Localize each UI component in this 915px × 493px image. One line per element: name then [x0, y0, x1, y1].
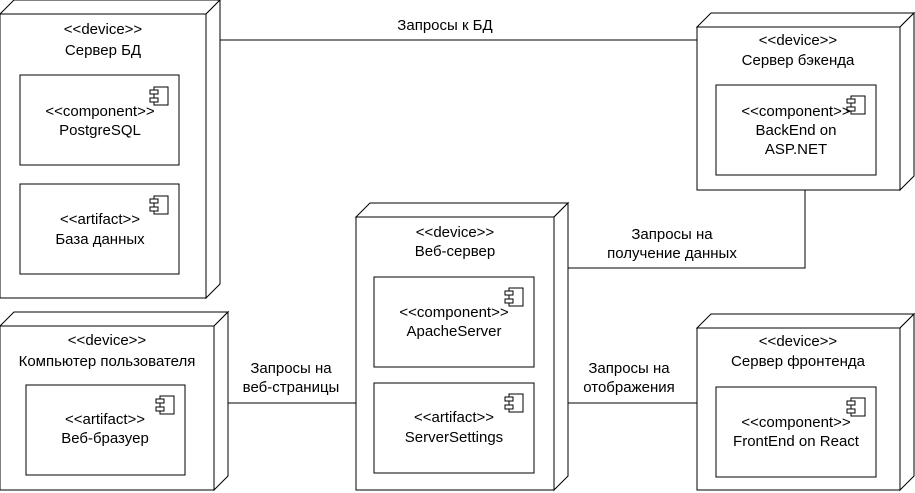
item-stereotype: <<artifact>>	[60, 211, 140, 228]
component-frontend-react[interactable]: <<component>> FrontEnd on React	[715, 386, 877, 478]
edge-label-line-2: отображения	[583, 379, 675, 396]
item-name: Веб-бразуер	[61, 430, 149, 447]
node-title: Сервер БД	[65, 42, 141, 59]
node-stereotype: <<device>>	[416, 224, 495, 241]
item-name: ApacheServer	[406, 323, 501, 340]
component-icon	[846, 95, 866, 115]
item-name: База данных	[55, 231, 145, 248]
item-name: FrontEnd on React	[733, 433, 860, 450]
item-name: PostgreSQL	[59, 122, 141, 139]
edge-label-line-2: получение данных	[607, 245, 737, 262]
artifact-web-browser[interactable]: <<artifact>> Веб-бразуер	[25, 384, 186, 476]
item-stereotype: <<artifact>>	[65, 411, 145, 428]
component-icon	[504, 393, 524, 413]
edge-label-line-1: Запросы на	[250, 360, 332, 377]
item-stereotype: <<artifact>>	[414, 409, 494, 426]
node-stereotype: <<device>>	[759, 32, 838, 49]
node-stereotype: <<device>>	[64, 21, 143, 38]
component-backend-aspnet[interactable]: <<component>> BackEnd on ASP.NET	[715, 84, 877, 176]
node-stereotype: <<device>>	[68, 332, 147, 349]
edge-label-line-1: Запросы на	[631, 226, 713, 243]
node-user-computer[interactable]: <<device>> Компьютер пользователя <<arti…	[0, 310, 230, 492]
component-icon	[149, 86, 169, 106]
edge-web-frontend: Запросы на отображения	[568, 360, 697, 404]
edge-label-line-1: Запросы на	[588, 360, 670, 377]
artifact-database[interactable]: <<artifact>> База данных	[19, 183, 180, 275]
item-stereotype: <<component>>	[741, 414, 850, 431]
node-stereotype: <<device>>	[759, 333, 838, 350]
edge-web-backend: Запросы на получение данных	[568, 190, 806, 269]
node-web-server[interactable]: <<device>> Веб-сервер <<component>> Apac…	[354, 201, 570, 492]
node-title: Сервер бэкенда	[742, 52, 855, 69]
artifact-server-settings[interactable]: <<artifact>> ServerSettings	[373, 382, 535, 474]
component-icon	[149, 195, 169, 215]
component-apache-server[interactable]: <<component>> ApacheServer	[373, 276, 535, 368]
item-stereotype: <<component>>	[399, 304, 508, 321]
node-title: Сервер фронтенда	[731, 353, 866, 370]
node-frontend-server[interactable]: <<device>> Сервер фронтенда <<component>…	[695, 312, 915, 492]
item-name-line-1: BackEnd on	[756, 122, 837, 139]
component-icon	[504, 287, 524, 307]
component-postgresql[interactable]: <<component>> PostgreSQL	[19, 74, 180, 166]
edge-db-backend: Запросы к БД	[220, 17, 697, 41]
edge-client-web: Запросы на веб-страницы	[228, 360, 356, 404]
component-icon	[846, 397, 866, 417]
node-db-server[interactable]: <<device>> Сервер БД <<component>> Postg…	[0, 0, 221, 300]
item-stereotype: <<component>>	[741, 103, 850, 120]
node-backend-server[interactable]: <<device>> Сервер бэкенда <<component>> …	[695, 11, 915, 192]
item-stereotype: <<component>>	[45, 103, 154, 120]
edge-label: Запросы к БД	[397, 17, 492, 34]
node-title: Компьютер пользователя	[19, 353, 196, 370]
node-title: Веб-сервер	[415, 243, 495, 260]
component-icon	[155, 395, 175, 415]
edge-label-line-2: веб-страницы	[243, 379, 340, 396]
item-name: ServerSettings	[405, 429, 503, 446]
item-name-line-2: ASP.NET	[765, 141, 827, 158]
